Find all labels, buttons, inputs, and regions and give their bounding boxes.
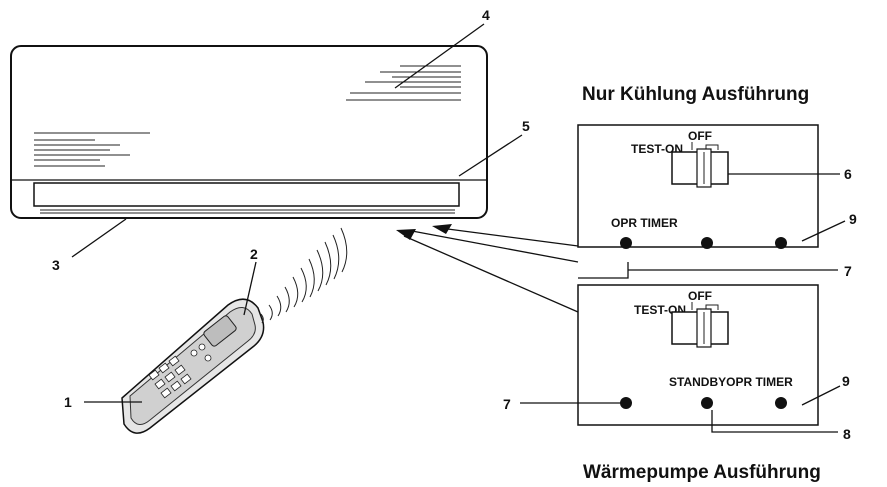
led-top-3: [775, 237, 787, 249]
led-bottom-1: [620, 397, 632, 409]
callout-4: 4: [482, 7, 490, 23]
right-label-lines: [346, 65, 461, 101]
air-outlet-louver: [33, 182, 460, 207]
left-label-lines: [34, 132, 150, 167]
callout-6: 6: [844, 166, 852, 182]
connector-arrows: [396, 224, 629, 313]
callout-8: 8: [843, 426, 851, 442]
callout-7-right: 7: [844, 263, 852, 279]
callout-3: 3: [52, 257, 60, 273]
remote-buttons: [148, 343, 212, 399]
panel-heat-pump-frame: [577, 284, 819, 426]
title-cooling-only: Nur Kühlung Ausführung: [582, 84, 809, 105]
indoor-unit-body: [10, 45, 488, 219]
remote-display: [203, 315, 237, 347]
indoor-unit: [10, 45, 488, 219]
led-top-2: [701, 237, 713, 249]
callout-7-left: 7: [503, 396, 511, 412]
switch-off-label-top: OFF: [688, 129, 712, 143]
callout-9-bottom: 9: [842, 373, 850, 389]
panel-heat-pump: TEST-ON OFF STANDBYOPR TIMER: [577, 284, 819, 426]
indicator-label-top: OPR TIMER: [611, 216, 678, 230]
led-bottom-2: [701, 397, 713, 409]
remote-front-face: [129, 307, 256, 425]
callout-2: 2: [250, 246, 258, 262]
remote-control: [121, 227, 348, 434]
switch-test-on-label-top: TEST-ON: [631, 142, 683, 156]
callout-9-top: 9: [849, 211, 857, 227]
switch-off-label-bottom: OFF: [688, 289, 712, 303]
switch-guide-lines-bottom: [691, 302, 719, 310]
switch-guide-lines-top: [691, 142, 719, 150]
infrared-signal-waves: [260, 227, 348, 324]
callout-leaders: [71, 23, 846, 433]
panel-cooling-only: TEST-ON OFF OPR TIMER: [577, 124, 819, 249]
indicator-label-bottom: STANDBYOPR TIMER: [669, 375, 793, 389]
led-bottom-3: [775, 397, 787, 409]
callout-1: 1: [64, 394, 72, 410]
callout-5: 5: [522, 118, 530, 134]
led-top-1: [620, 237, 632, 249]
title-heat-pump: Wärmepumpe Ausführung: [583, 462, 821, 483]
